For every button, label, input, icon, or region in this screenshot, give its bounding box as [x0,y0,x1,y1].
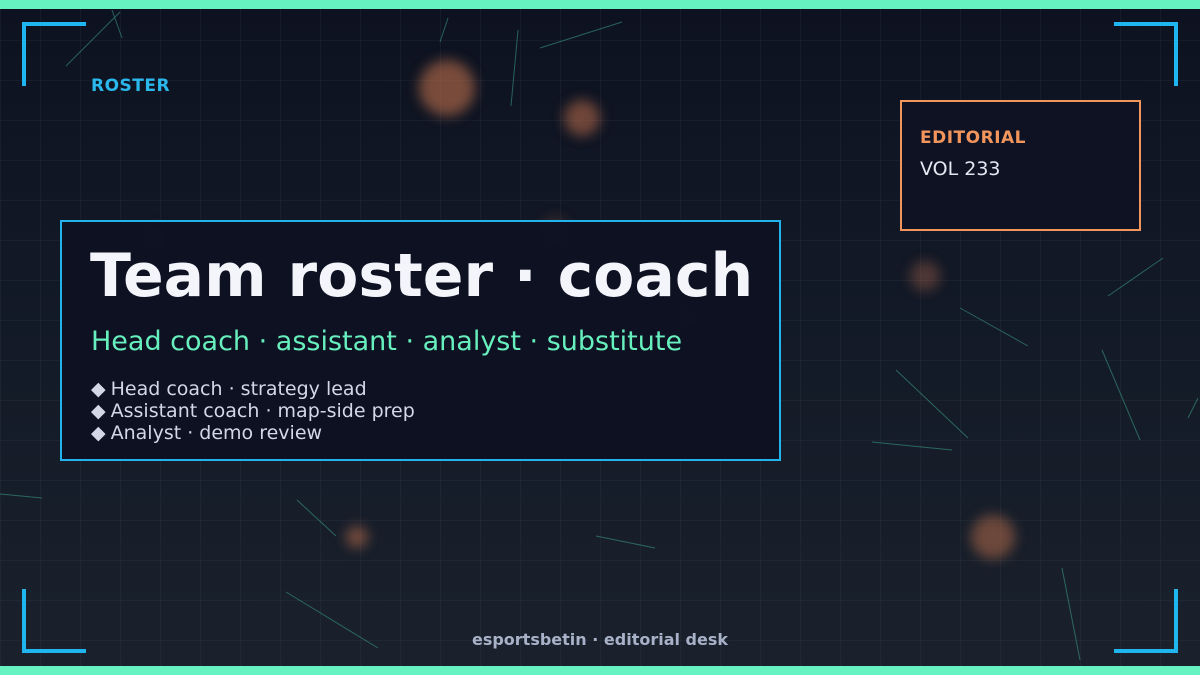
list-item-text: Analyst · demo review [110,422,323,444]
bottom-accent-bar [0,666,1200,675]
corner-bracket-top-right [1114,22,1178,86]
corner-bracket-bottom-right [1114,589,1178,653]
corner-bracket-top-left [22,22,86,86]
top-accent-bar [0,0,1200,9]
badge-volume: VOL 233 [920,158,1001,180]
page-subtitle: Head coach · assistant · analyst · subst… [91,326,683,357]
diamond-icon: ◆ [91,422,106,444]
diamond-icon: ◆ [91,400,106,422]
list-item: ◆Head coach · strategy lead [91,378,415,400]
footer-credit: esportsbetin · editorial desk [471,630,729,649]
page-title: Team roster · coach [90,241,754,311]
main-card: Team roster · coach Head coach · assista… [60,220,781,461]
corner-bracket-bottom-left [22,589,86,653]
list-item-text: Head coach · strategy lead [110,378,367,400]
list-item: ◆Analyst · demo review [91,422,415,444]
list-item: ◆Assistant coach · map-side prep [91,400,415,422]
editorial-badge: EDITORIAL VOL 233 [900,100,1141,231]
list-item-text: Assistant coach · map-side prep [110,400,415,422]
diamond-icon: ◆ [91,378,106,400]
section-label: ROSTER [91,76,171,96]
badge-title: EDITORIAL [920,128,1027,148]
role-list: ◆Head coach · strategy lead ◆Assistant c… [91,378,415,444]
